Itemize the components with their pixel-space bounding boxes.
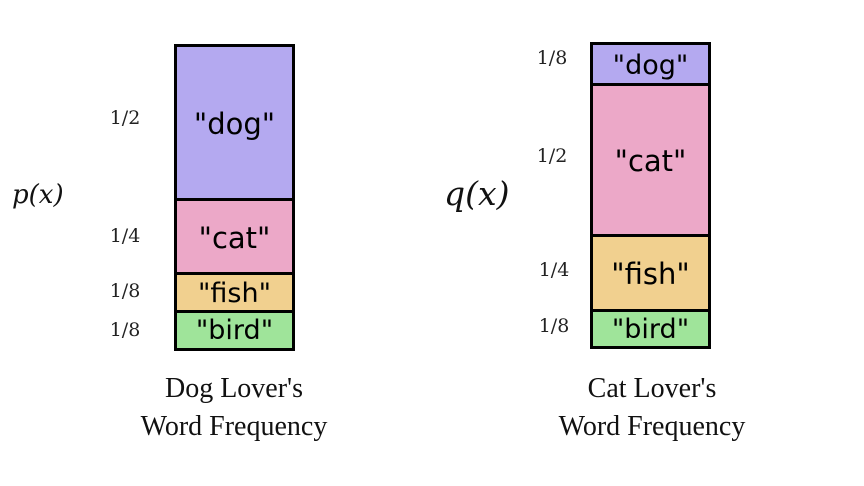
right-word-bird: "bird" xyxy=(611,313,690,345)
left-segment-dog: "dog" xyxy=(177,47,292,200)
right-prob-bird: 1/8 xyxy=(538,315,570,337)
right-caption-line1: Cat Lover's xyxy=(587,373,717,404)
right-segment-dog: "dog" xyxy=(593,45,708,85)
left-caption: Dog Lover's Word Frequency xyxy=(94,370,374,446)
left-segment-fish: "fish" xyxy=(177,272,292,312)
right-prob-fish: 1/4 xyxy=(538,259,570,281)
left-caption-line1: Dog Lover's xyxy=(164,373,304,404)
left-word-bird: "bird" xyxy=(195,315,274,346)
right-prob-dog: 1/8 xyxy=(536,47,568,69)
right-segment-cat: "cat" xyxy=(593,83,708,236)
left-prob-cat: 1/4 xyxy=(109,225,141,247)
left-word-cat: "cat" xyxy=(198,220,271,255)
right-word-dog: "dog" xyxy=(612,49,689,81)
left-prob-fish: 1/8 xyxy=(109,280,141,302)
left-prob-bird: 1/8 xyxy=(109,319,141,341)
right-distribution-label: q(x) xyxy=(444,174,510,213)
left-distribution-label: p(x) xyxy=(12,180,64,210)
left-word-dog: "dog" xyxy=(193,106,276,141)
right-caption: Cat Lover's Word Frequency xyxy=(512,370,792,446)
right-prob-cat: 1/2 xyxy=(536,145,568,167)
left-segment-cat: "cat" xyxy=(177,198,292,274)
right-word-fish: "fish" xyxy=(611,257,690,291)
right-segment-bird: "bird" xyxy=(593,309,708,346)
left-segment-bird: "bird" xyxy=(177,310,292,348)
right-segment-fish: "fish" xyxy=(593,234,708,311)
left-word-fish: "fish" xyxy=(197,278,272,309)
right-caption-line2: Word Frequency xyxy=(558,411,746,442)
left-prob-dog: 1/2 xyxy=(109,107,141,129)
right-frequency-bar: "dog" "cat" "fish" "bird" xyxy=(590,42,711,349)
left-frequency-bar: "dog" "cat" "fish" "bird" xyxy=(174,44,295,351)
left-caption-line2: Word Frequency xyxy=(140,411,328,442)
right-word-cat: "cat" xyxy=(614,144,687,178)
